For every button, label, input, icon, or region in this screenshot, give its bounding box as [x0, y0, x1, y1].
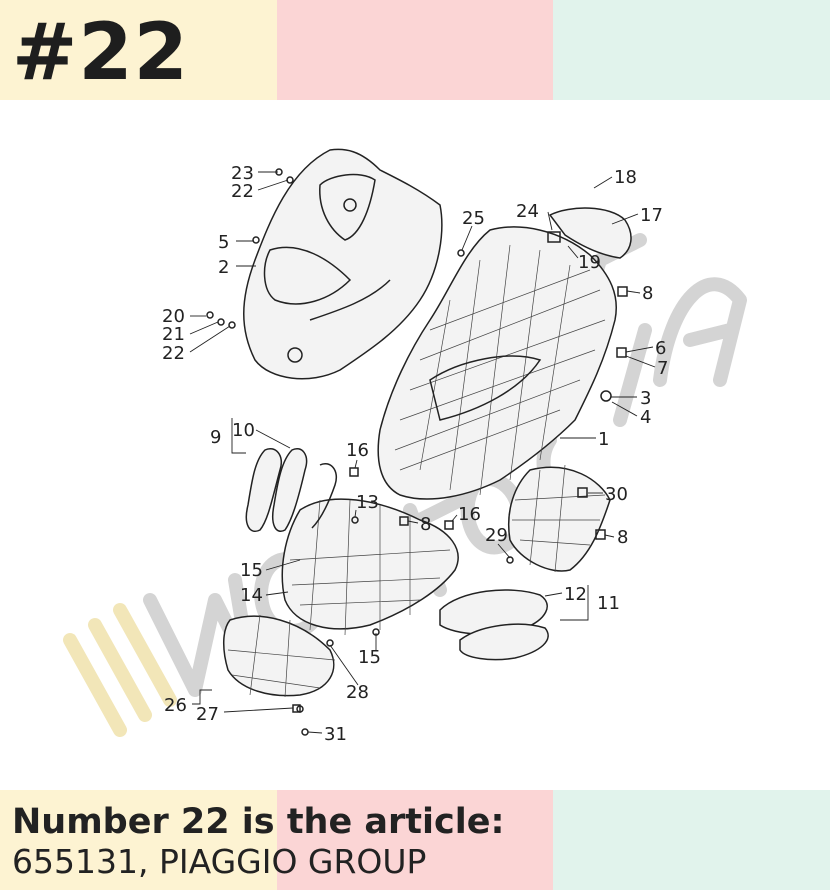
band-pink — [276, 790, 554, 890]
callout-27: 27 — [196, 704, 219, 725]
callout-12: 12 — [564, 584, 587, 605]
callout-13: 13 — [356, 492, 379, 513]
callout-15: 15 — [240, 560, 263, 581]
part-26-lower-cover — [223, 614, 336, 698]
callout-18: 18 — [614, 167, 637, 188]
part-9-10-horn-pieces — [245, 448, 337, 532]
part-2-inner-panel — [243, 148, 443, 380]
callout-10: 10 — [232, 420, 255, 441]
callout-21: 21 — [162, 324, 185, 345]
band-yellow — [0, 790, 277, 890]
page-title: #22 — [12, 8, 189, 98]
callout-8: 8 — [617, 527, 628, 548]
callout-8: 8 — [420, 514, 431, 535]
callout-16: 16 — [346, 440, 369, 461]
callout-30: 30 — [605, 484, 628, 505]
part-11-12-oval-lens — [439, 589, 549, 661]
callout-28: 28 — [346, 682, 369, 703]
callout-24: 24 — [516, 201, 539, 222]
part-17-bracket — [547, 207, 632, 259]
callout-19: 19 — [578, 252, 601, 273]
callout-15: 15 — [358, 647, 381, 668]
part-lower-right-panel — [508, 464, 611, 573]
callout-23: 23 — [231, 163, 254, 184]
callout-6: 6 — [655, 338, 666, 359]
part-14-lower-panel — [281, 498, 459, 636]
callout-16: 16 — [458, 504, 481, 525]
article-code: 655131, PIAGGIO GROUP — [12, 842, 427, 881]
callout-20: 20 — [162, 306, 185, 327]
callout-14: 14 — [240, 585, 263, 606]
callout-3: 3 — [640, 388, 651, 409]
band-mint — [553, 790, 830, 890]
callout-26: 26 — [164, 695, 187, 716]
callout-2: 2 — [218, 257, 229, 278]
callout-11: 11 — [597, 593, 620, 614]
callout-labels: 23 22 5 2 20 21 22 25 24 18 17 19 8 6 7 … — [162, 163, 668, 745]
exploded-parts-diagram: 23 22 5 2 20 21 22 25 24 18 17 19 8 6 7 … — [63, 148, 747, 745]
leader-lines — [189, 171, 656, 734]
callout-4: 4 — [640, 407, 651, 428]
part-1-front-shield — [377, 226, 617, 500]
callout-29: 29 — [485, 525, 508, 546]
band-yellow — [0, 0, 277, 100]
callout-1: 1 — [598, 429, 609, 450]
band-pink — [276, 0, 554, 100]
article-heading: Number 22 is the article: — [12, 802, 505, 842]
callout-22: 22 — [162, 343, 185, 364]
callout-5: 5 — [218, 232, 229, 253]
callout-8: 8 — [642, 283, 653, 304]
band-mint — [553, 0, 830, 100]
footer-color-band — [0, 790, 830, 890]
callout-25: 25 — [462, 208, 485, 229]
callout-17: 17 — [640, 205, 663, 226]
callout-7: 7 — [657, 358, 668, 379]
callout-22: 22 — [231, 181, 254, 202]
callout-31: 31 — [324, 724, 347, 745]
callout-9: 9 — [210, 427, 221, 448]
header-color-band — [0, 0, 830, 100]
